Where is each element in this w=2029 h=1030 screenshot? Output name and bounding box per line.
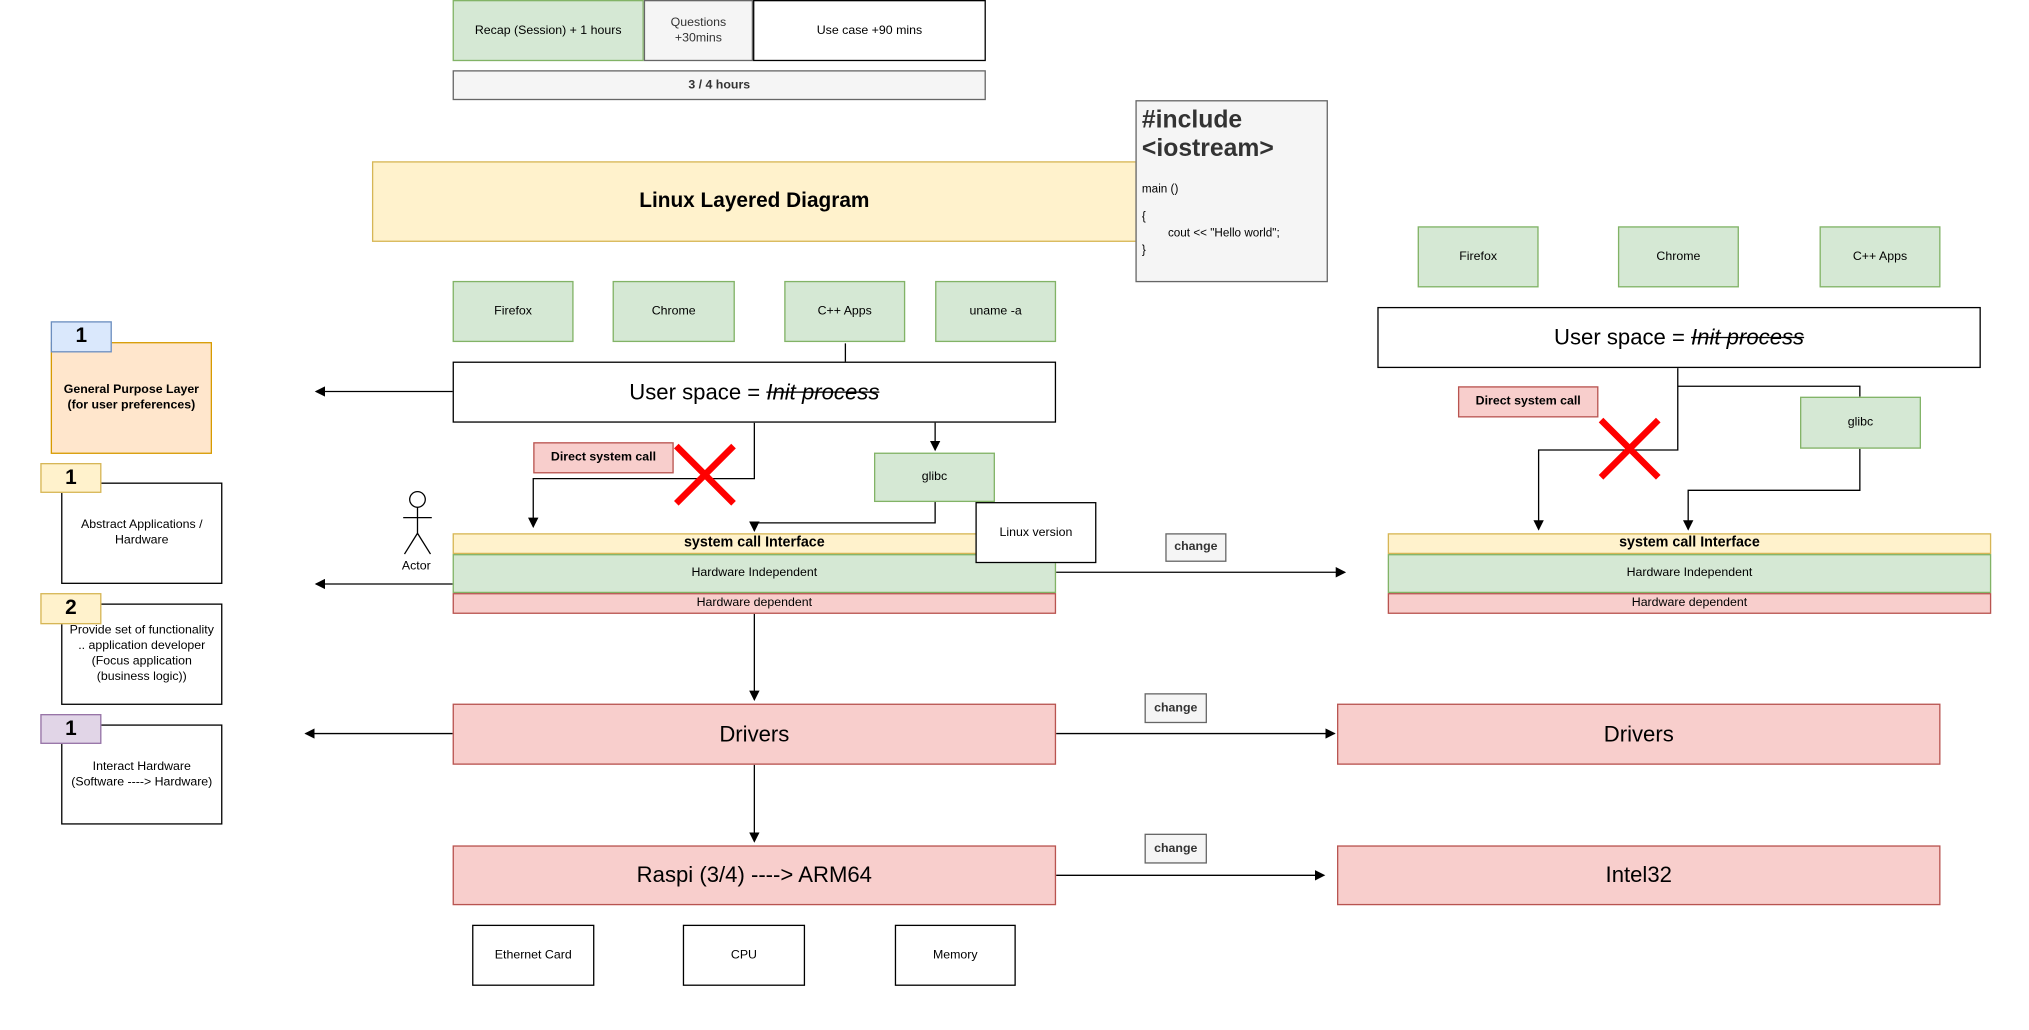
- legend-functionality: Provide set of functionality .. applicat…: [61, 603, 223, 705]
- diagram-title: Linux Layered Diagram: [371, 161, 1137, 242]
- cross-icon: [674, 443, 736, 506]
- legend-general-purpose: General Purpose Layer (for user preferen…: [50, 342, 212, 454]
- app-chrome: Chrome: [612, 280, 735, 343]
- platform-box: Raspi (3/4) ----> ARM64: [452, 845, 1057, 906]
- hardware-dependent: Hardware dependent: [452, 593, 1057, 614]
- change-label-platform: change: [1144, 833, 1207, 864]
- hw-memory: Memory: [894, 924, 1016, 986]
- schedule-usecase: Use case +90 mins: [753, 0, 986, 62]
- code-close-brace: }: [1141, 243, 1146, 257]
- connector-user-to-sci: [528, 422, 755, 529]
- legend-number-badge: 1: [50, 321, 112, 353]
- right-user-space-prefix: User space =: [1554, 324, 1692, 350]
- right-user-space-struck: Init process: [1691, 324, 1805, 350]
- actor-label: Actor: [401, 559, 431, 574]
- right-app-cpp: C++ Apps: [1819, 226, 1941, 288]
- user-space-box: User space = Init process: [452, 361, 1057, 423]
- code-main: main (): [1141, 181, 1179, 195]
- legend-number-badge: 1: [40, 714, 102, 744]
- schedule-recap: Recap (Session) + 1 hours: [452, 0, 644, 62]
- right-app-firefox: Firefox: [1417, 226, 1539, 288]
- code-open-brace: {: [1141, 209, 1146, 223]
- right-platform-box: Intel32: [1337, 845, 1941, 906]
- hw-ethernet-card: Ethernet Card: [472, 924, 595, 986]
- code-snippet: #include <iostream> main () { cout << "H…: [1135, 100, 1328, 283]
- right-cross-icon: [1598, 417, 1661, 480]
- glibc-box: glibc: [874, 452, 995, 503]
- legend-abstract: Abstract Applications / Hardware: [61, 482, 223, 584]
- right-app-chrome: Chrome: [1617, 226, 1739, 288]
- change-label-kernel: change: [1165, 533, 1227, 562]
- right-system-call-interface: system call Interface: [1387, 533, 1992, 555]
- user-space-prefix: User space =: [629, 379, 767, 405]
- legend-number-badge: 1: [40, 463, 102, 493]
- right-direct-system-call-label: Direct system call: [1457, 386, 1599, 418]
- actor-icon: [403, 490, 432, 555]
- right-hardware-independent: Hardware Independent: [1387, 554, 1992, 594]
- code-cout: cout << "Hello world";: [1167, 226, 1280, 240]
- right-glibc-box: glibc: [1800, 396, 1921, 449]
- connector-glibc-to-sci: [749, 502, 936, 532]
- code-include: #include <iostream>: [1141, 106, 1274, 163]
- hw-cpu: CPU: [682, 924, 806, 986]
- linux-version-box: Linux version: [975, 502, 1097, 564]
- user-space-struck: Init process: [766, 379, 880, 405]
- schedule-total: 3 / 4 hours: [452, 70, 986, 101]
- connector-right-user-to-sci: [1533, 368, 1679, 531]
- legend-number-badge: 2: [40, 593, 102, 625]
- connector-right-glibc-to-sci: [1682, 448, 1861, 531]
- hardware-independent: Hardware Independent: [452, 554, 1057, 594]
- right-drivers-box: Drivers: [1337, 703, 1941, 765]
- system-call-interface: system call Interface: [452, 533, 1057, 555]
- app-uname: uname -a: [935, 280, 1057, 343]
- change-label-drivers: change: [1144, 693, 1207, 724]
- drivers-box: Drivers: [452, 703, 1057, 765]
- right-user-space-box: User space = Init process: [1377, 306, 1981, 369]
- schedule-questions: Questions +30mins: [643, 0, 754, 62]
- right-hardware-dependent: Hardware dependent: [1387, 593, 1992, 614]
- connector-right-user-to-glibc: [1677, 385, 1861, 397]
- app-cpp: C++ Apps: [784, 280, 906, 343]
- direct-system-call-label: Direct system call: [533, 442, 674, 474]
- app-firefox: Firefox: [452, 280, 574, 343]
